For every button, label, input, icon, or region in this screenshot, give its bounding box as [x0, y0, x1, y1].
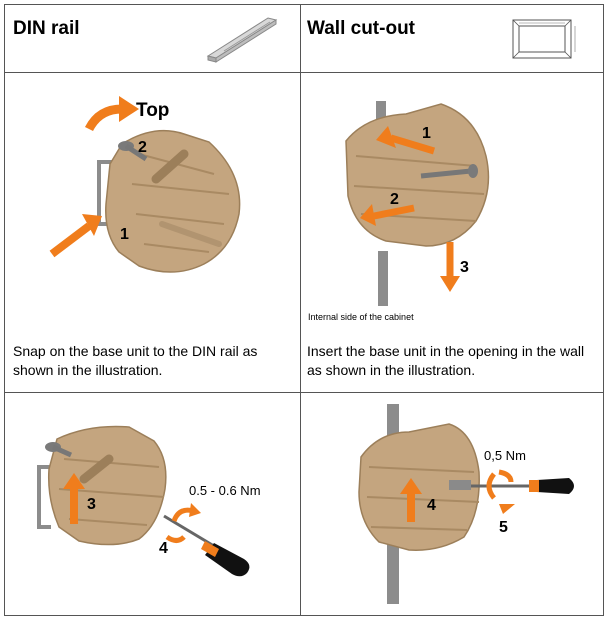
din-rail-icon	[206, 17, 278, 63]
din-step-3-label: 3	[87, 496, 96, 513]
top-label: Top	[136, 100, 169, 121]
wall-cutout-icon	[512, 19, 576, 59]
table-border-left	[4, 4, 5, 616]
din-rail-snap-illustration: 2 1 Top	[49, 96, 241, 273]
wall-step-3-label: 3	[460, 259, 469, 276]
wall-step-1-label: 1	[422, 125, 431, 142]
wall-screw-illustration: 4 5 0,5 Nm	[358, 404, 574, 604]
din-step-2-label: 2	[138, 139, 147, 156]
table-border-header	[4, 72, 604, 73]
table-border-middle	[4, 392, 604, 393]
header-din-rail: DIN rail	[13, 18, 80, 39]
table-border-right	[603, 4, 604, 616]
din-step-1-label: 1	[120, 226, 129, 243]
din-step-4-label: 4	[159, 540, 168, 557]
table-border-center	[300, 4, 301, 616]
wall-step-4-label: 4	[427, 497, 436, 514]
din-rail-caption: Snap on the base unit to the DIN rail as…	[13, 343, 258, 378]
din-rail-screw-illustration: 3 4 0.5 - 0.6 Nm	[37, 425, 261, 577]
table-border-top	[4, 4, 604, 5]
wall-cutout-caption: Insert the base unit in the opening in t…	[307, 343, 585, 378]
header-wall-cutout: Wall cut-out	[307, 18, 415, 39]
table-border-bottom	[4, 615, 604, 616]
internal-side-note: Internal side of the cabinet	[308, 312, 414, 322]
wall-step-2-label: 2	[390, 191, 399, 208]
wall-step-5-label: 5	[499, 519, 508, 536]
din-torque-label: 0.5 - 0.6 Nm	[189, 483, 261, 498]
installation-table: DIN rail Wall cut-out 2 1	[4, 4, 604, 616]
wall-insert-illustration: 1 2 3	[345, 101, 490, 306]
wall-torque-label: 0,5 Nm	[484, 448, 526, 463]
